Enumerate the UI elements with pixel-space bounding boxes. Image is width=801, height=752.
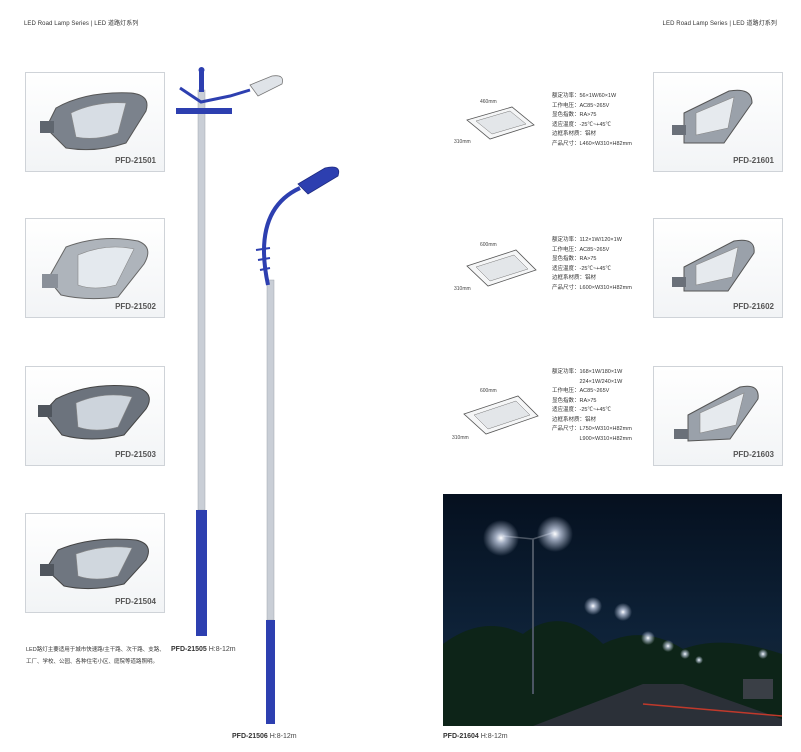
product-code: PFD-21504 xyxy=(115,597,156,606)
pole-code: PFD-21506 xyxy=(232,733,268,740)
spec-line: 工作电压：AC85~265V xyxy=(552,102,610,109)
dimension-length: 600mm xyxy=(480,388,497,394)
spec-line: 产品尺寸：L750×W310×H82mm xyxy=(552,426,632,432)
product-code: PFD-21602 xyxy=(733,302,774,311)
product-card-21502: PFD-21502 xyxy=(25,218,165,318)
product-card-21601: PFD-21601 xyxy=(653,72,783,172)
dimension-width: 310mm xyxy=(452,435,469,441)
description-line: LED路灯主要适用于城市快速路/主干路、次干路、支路、 xyxy=(26,647,165,653)
product-card-21504: PFD-21504 xyxy=(25,513,165,613)
spec-line: 边框系材质：铝材 xyxy=(552,416,597,423)
product-card-21503: PFD-21503 xyxy=(25,366,165,466)
spec-list-21601: 额定功率：56×1W/60×1W 工作电压：AC85~265V 显色指数：RA>… xyxy=(552,92,632,149)
street-lamp-head-image xyxy=(38,385,150,440)
pole-arm xyxy=(262,186,301,286)
product-code: PFD-21503 xyxy=(115,450,156,459)
spec-line: 产品尺寸：L600×W310×H82mm xyxy=(552,284,632,291)
spec-line: 工作电压：AC85~265V xyxy=(552,388,610,394)
spec-line: 适应温度：-25℃~+45℃ xyxy=(552,121,611,128)
spec-list-21603: 额定功率：168×1W/180×1W 224×1W/240×1W 工作电压：AC… xyxy=(552,368,632,444)
application-description: LED路灯主要适用于城市快速路/主干路、次干路、支路、 工厂、学校、公园、各种住… xyxy=(26,644,165,668)
street-lamp-head-image xyxy=(42,238,149,300)
lamp-head xyxy=(249,75,283,97)
spec-line: 适应温度：-25℃~+45℃ xyxy=(552,265,611,272)
lamp-product-image xyxy=(674,385,759,442)
pole-top xyxy=(199,70,204,92)
pole-base xyxy=(196,510,207,636)
photo-code: PFD-21604 xyxy=(443,733,479,740)
lamp-head xyxy=(297,166,340,195)
spec-line: 显色指数：RA>75 xyxy=(552,256,597,262)
night-street-photo xyxy=(443,494,782,726)
lamp-product-image xyxy=(672,89,753,144)
product-code: PFD-21502 xyxy=(115,302,156,311)
spec-line: 工作电压：AC85~265V xyxy=(552,246,610,253)
product-code: PFD-21603 xyxy=(733,450,774,459)
dimension-length: 600mm xyxy=(480,242,497,248)
pole-height: H:8-12m xyxy=(269,733,297,740)
spec-line: 额定功率：56×1W/60×1W xyxy=(552,93,617,99)
pole-arm xyxy=(179,86,251,104)
spec-line: 边框系材质：铝材 xyxy=(552,275,597,281)
product-card-21501: PFD-21501 xyxy=(25,72,165,172)
spec-line: L900×W310×H82mm xyxy=(552,435,632,442)
spec-line: 显色指数：RA>75 xyxy=(552,397,597,404)
dimension-diagram: 600mm 310mm xyxy=(454,242,537,292)
pole-code: PFD-21505 xyxy=(171,646,207,653)
product-card-21603: PFD-21603 xyxy=(653,366,783,466)
pole-arm-bracket xyxy=(176,108,232,114)
spec-line: 额定功率：112×1W/120×1W xyxy=(552,237,622,243)
street-pole-illustration xyxy=(176,67,340,724)
spec-list-21602: 额定功率：112×1W/120×1W 工作电压：AC85~265V 显色指数：R… xyxy=(552,236,632,293)
photo-label-21604: PFD-21604 H:8-12m xyxy=(443,733,508,740)
lamp-product-image xyxy=(672,239,755,292)
dimension-width: 310mm xyxy=(454,286,471,292)
street-lamp-head-image xyxy=(40,538,149,590)
pole-shaft xyxy=(197,89,206,511)
spec-line: 边框系材质：铝材 xyxy=(552,131,597,137)
product-code: PFD-21601 xyxy=(733,156,774,165)
spec-line: 224×1W/240×1W xyxy=(552,378,623,385)
spec-line: 显色指数：RA>75 xyxy=(552,112,597,118)
header-right: LED Road Lamp Series | LED 道路灯系列 xyxy=(662,21,777,27)
pole-label-21505: PFD-21505 H:8-12m xyxy=(171,646,236,653)
header-left: LED Road Lamp Series | LED 道路灯系列 xyxy=(24,21,139,27)
street-lamp-head-image xyxy=(40,92,148,151)
spec-line: 额定功率：168×1W/180×1W xyxy=(552,369,623,375)
spec-line: 产品尺寸：L460×W310×H82mm xyxy=(552,140,632,147)
description-line: 工厂、学校、公园、各种住宅小区、庭院等道路照明。 xyxy=(26,659,159,665)
spec-line: 适应温度：-25℃~+45℃ xyxy=(552,407,611,413)
pole-base xyxy=(266,620,275,724)
pole-height: H:8-12m xyxy=(208,646,236,653)
dimension-length: 460mm xyxy=(480,99,497,105)
pole-shaft xyxy=(266,279,275,621)
product-code: PFD-21501 xyxy=(115,156,156,165)
photo-height: H:8-12m xyxy=(480,733,508,740)
product-card-21602: PFD-21602 xyxy=(653,218,783,318)
night-road-scene xyxy=(443,494,782,726)
dimension-width: 310mm xyxy=(454,139,471,145)
dimension-diagram: 460mm 310mm xyxy=(454,99,535,145)
pole-label-21506: PFD-21506 H:8-12m xyxy=(232,733,297,740)
dimension-diagram: 600mm 310mm xyxy=(452,388,539,441)
